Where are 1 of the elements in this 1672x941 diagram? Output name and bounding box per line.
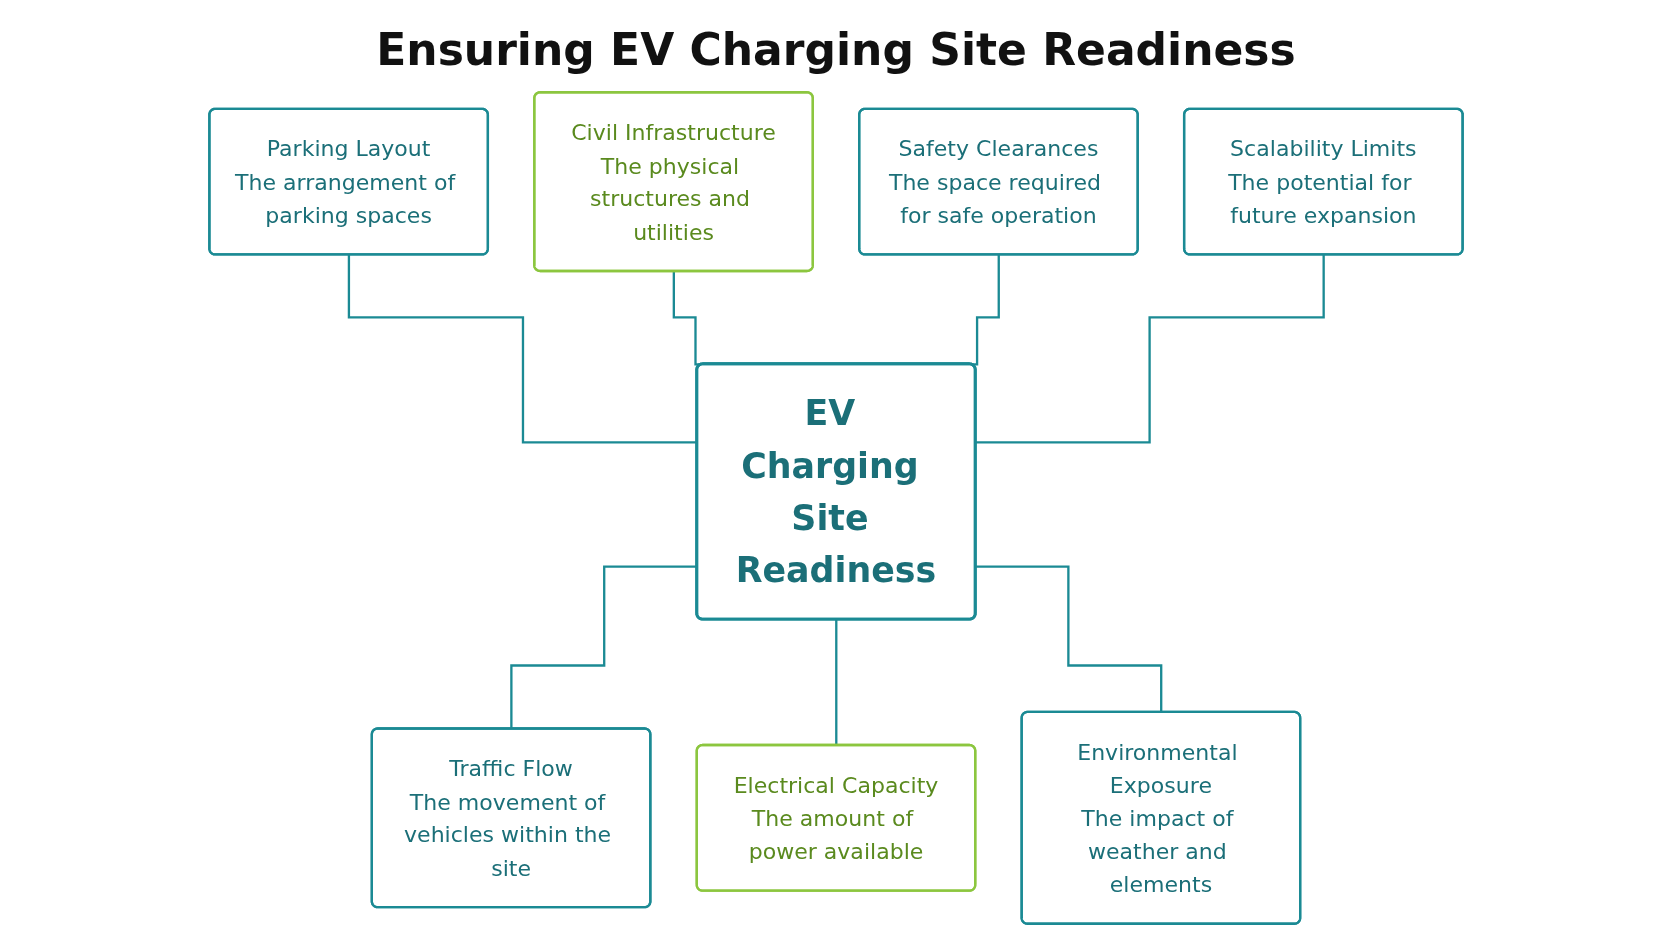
title: Ensuring EV Charging Site Readiness <box>375 24 1297 75</box>
